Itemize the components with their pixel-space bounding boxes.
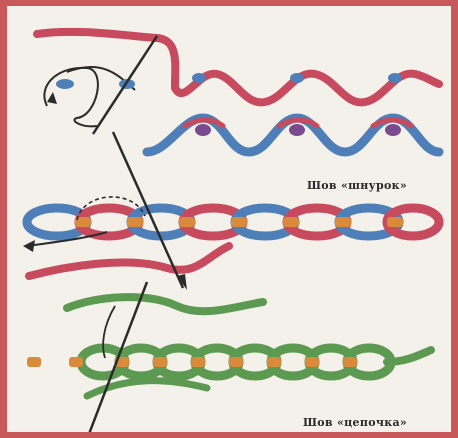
green-thread-incoming bbox=[67, 297, 263, 311]
loop-chain-illustration bbox=[23, 132, 439, 290]
needle-icon bbox=[89, 282, 147, 432]
stitch-illustration bbox=[7, 6, 451, 432]
red-lower-thread bbox=[29, 246, 229, 276]
orange-stitches-bottom bbox=[27, 357, 357, 367]
arrow-icon bbox=[23, 240, 35, 252]
caption-chain-stitch: Шов «цепочка» bbox=[303, 416, 407, 429]
illustration-panel: Шов «шнурок» Шов «цепочка» bbox=[7, 6, 451, 432]
chain-stitch-illustration bbox=[27, 282, 431, 432]
arrow-icon bbox=[47, 92, 57, 104]
needle-icon bbox=[93, 36, 157, 134]
caption-cord-stitch: Шов «шнурок» bbox=[307, 179, 407, 192]
cord-stitch-illustration bbox=[37, 32, 439, 152]
orange-stitches bbox=[75, 217, 403, 227]
